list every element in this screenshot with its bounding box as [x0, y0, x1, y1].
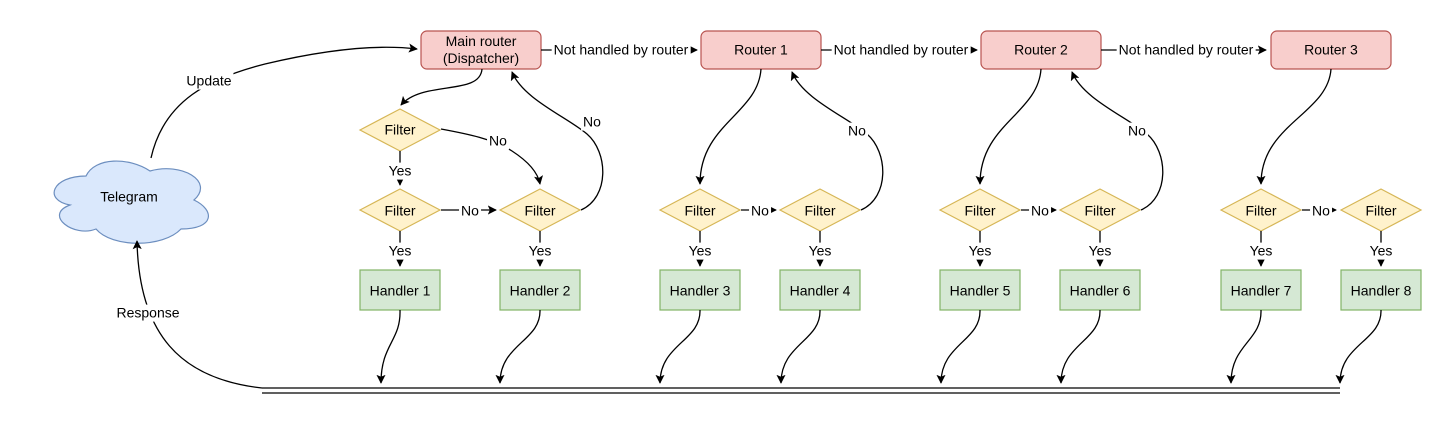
filter-label: Filter	[684, 202, 716, 219]
filter-label: Filter	[1365, 202, 1397, 219]
handler-3-node	[659, 269, 741, 311]
yes-label: Yes	[806, 242, 834, 260]
edge-filter2-no-loop	[510, 71, 604, 211]
edge-handler8-out	[1335, 309, 1382, 384]
yes-label: Yes	[526, 242, 554, 260]
handler-2-label: Handler 2	[509, 282, 571, 299]
filter-label: Filter	[524, 202, 556, 219]
telegram-label: Telegram	[100, 188, 158, 205]
yes-label: Yes	[386, 162, 414, 180]
no-label: No	[1310, 202, 1332, 220]
edge-handler3-out	[655, 309, 701, 384]
router-3-label: Router 3	[1304, 41, 1358, 58]
filter-label: Filter	[384, 121, 416, 138]
edge-handler7-out	[1226, 309, 1262, 384]
no-label: No	[487, 132, 509, 150]
handler-8-node	[1340, 269, 1422, 311]
edge-handler1-out	[376, 309, 401, 384]
not-handled-label: Not handled by router	[831, 41, 971, 59]
update-edge	[150, 43, 418, 159]
edge-handler4-out	[776, 309, 821, 384]
router-2-label: Router 2	[1014, 41, 1068, 58]
filter-diamond-4	[778, 188, 862, 232]
edge-router1-down	[695, 68, 762, 185]
edge-filtertop-no-branch	[440, 128, 544, 185]
handler-8-label: Handler 8	[1350, 282, 1412, 299]
filter-diamond-3	[658, 188, 742, 232]
main-router-label-line1: Main router	[445, 33, 517, 50]
filter-label: Filter	[804, 202, 836, 219]
filter-label: Filter	[384, 202, 416, 219]
handler-5-label: Handler 5	[949, 282, 1011, 299]
no-label: No	[846, 122, 868, 140]
no-label: No	[749, 202, 771, 220]
filter-diamond-dispatcher-top	[358, 108, 442, 152]
yes-label: Yes	[686, 242, 714, 260]
handler-7-label: Handler 7	[1230, 282, 1292, 299]
handler-1-node	[359, 269, 441, 311]
filter-diamond-8	[1339, 188, 1423, 232]
filter-label: Filter	[964, 202, 996, 219]
edge-router3-down	[1256, 68, 1332, 185]
yes-label: Yes	[1086, 242, 1114, 260]
no-label: No	[1029, 202, 1051, 220]
edge-handler6-out	[1056, 309, 1101, 384]
filter-diamond-2	[498, 188, 582, 232]
filter-diamond-7	[1219, 188, 1303, 232]
router-1-label: Router 1	[734, 41, 788, 58]
main-router-label: Main router(Dispatcher)	[443, 33, 519, 67]
handler-6-node	[1059, 269, 1141, 311]
edge-dispatcher-down	[400, 68, 483, 106]
no-label: No	[581, 113, 603, 131]
filter-label: Filter	[1245, 202, 1277, 219]
handler-7-node	[1220, 269, 1302, 311]
edge-handler2-out	[495, 309, 541, 384]
filter-diamond-1	[358, 188, 442, 232]
response-label: Response	[114, 304, 182, 322]
handler-1-label: Handler 1	[369, 282, 431, 299]
edge-filter6-no-loop	[1070, 71, 1164, 211]
filter-label: Filter	[1084, 202, 1116, 219]
not-handled-label: Not handled by router	[1116, 41, 1256, 59]
handler-2-node	[499, 269, 581, 311]
edge-handler5-out	[936, 309, 981, 384]
yes-label: Yes	[966, 242, 994, 260]
edge-filter4-no-loop	[790, 71, 884, 211]
yes-label: Yes	[386, 242, 414, 260]
handler-3-label: Handler 3	[669, 282, 731, 299]
edge-router2-down	[975, 68, 1042, 185]
no-label: No	[1126, 122, 1148, 140]
filter-diamond-5	[938, 188, 1022, 232]
response-edge	[132, 240, 263, 389]
telegram-cloud	[53, 160, 210, 244]
yes-label: Yes	[1367, 242, 1395, 260]
update-label: Update	[184, 72, 234, 90]
no-label: No	[459, 202, 481, 220]
handler-4-label: Handler 4	[789, 282, 851, 299]
yes-label: Yes	[1247, 242, 1275, 260]
main-router-label-line2: (Dispatcher)	[442, 50, 520, 66]
handler-4-node	[779, 269, 861, 311]
handler-6-label: Handler 6	[1069, 282, 1131, 299]
not-handled-label: Not handled by router	[551, 41, 691, 59]
filter-diamond-6	[1058, 188, 1142, 232]
